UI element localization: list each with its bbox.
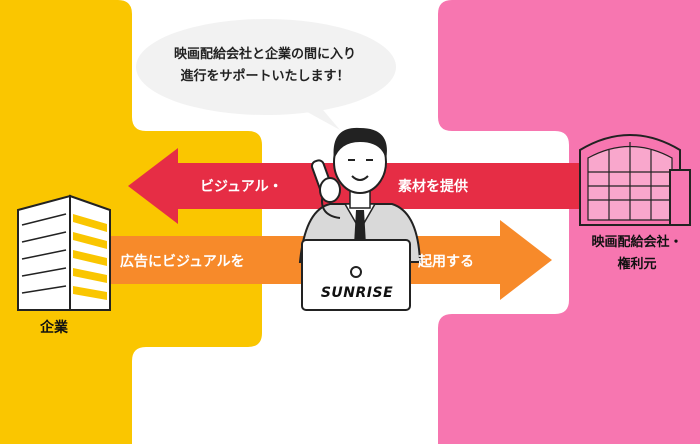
company-label: 企業 — [40, 320, 68, 336]
distributor-label: 映画配給会社・ 権利元 — [577, 232, 697, 276]
distributor-panel — [438, 0, 700, 444]
laptop-icon — [301, 239, 411, 311]
distributor-label-line-2: 権利元 — [617, 257, 657, 272]
red-arrow-label-left: ビジュアル・ — [200, 179, 283, 195]
distributor-building-icon — [579, 134, 691, 226]
orange-arrow-label-left: 広告にビジュアルを — [120, 254, 245, 270]
speech-bubble-line-1: 映画配給会社と企業の間に入り — [173, 47, 356, 62]
distributor-label-line-1: 映画配給会社・ — [591, 235, 683, 250]
speech-bubble — [136, 19, 396, 130]
company-panel — [0, 0, 262, 444]
speech-bubble-line-2: 進行をサポートいたします！ — [180, 69, 350, 84]
office-building-icon — [17, 194, 111, 311]
orange-arrow-label-right: 起用する — [418, 254, 474, 270]
red-arrow-label-right: 素材を提供 — [398, 179, 468, 195]
speech-bubble-text: 映画配給会社と企業の間に入り 進行をサポートいたします！ — [150, 44, 380, 88]
sunrise-logo: SUNRISE — [320, 285, 394, 301]
